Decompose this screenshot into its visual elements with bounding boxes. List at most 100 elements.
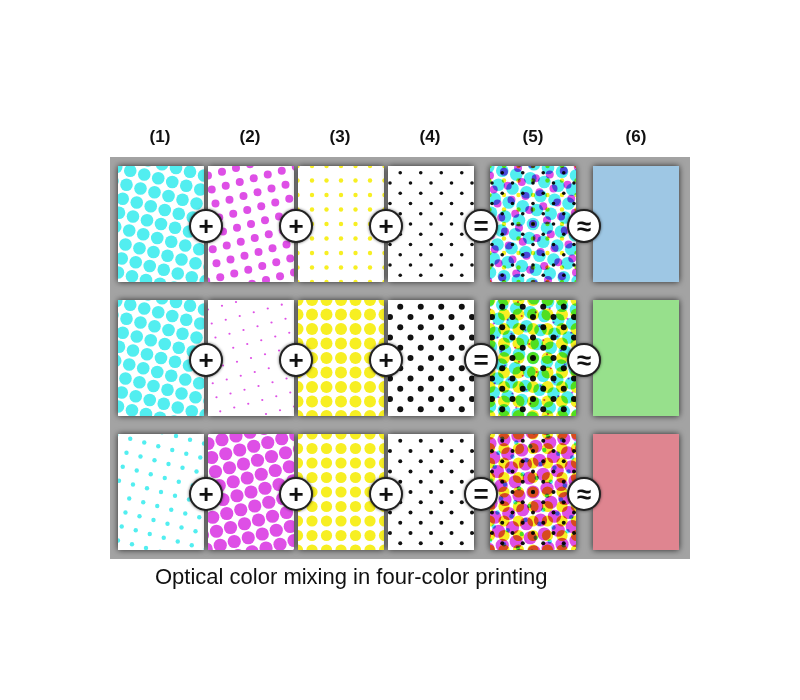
- halftone-dot: [382, 265, 384, 269]
- halftone-dot: [118, 266, 124, 279]
- operator-symbol: +: [198, 481, 213, 507]
- halftone-dot: [175, 387, 188, 400]
- halftone-dot: [233, 224, 241, 232]
- halftone-dot: [542, 530, 553, 541]
- halftone-dot: [180, 313, 193, 326]
- halftone-dot: [562, 232, 566, 236]
- halftone-dot: [408, 511, 412, 515]
- halftone-dot: [269, 244, 277, 252]
- halftone-dot: [511, 243, 515, 247]
- halftone-dot: [541, 480, 545, 484]
- halftone-dot: [388, 181, 392, 185]
- halftone-dot: [527, 381, 539, 393]
- halftone-dot: [545, 265, 549, 269]
- halftone-dot: [545, 251, 549, 255]
- halftone-dot: [225, 196, 233, 204]
- halftone-dot: [250, 174, 258, 182]
- halftone-dot: [490, 396, 495, 402]
- halftone-dot: [490, 309, 496, 321]
- halftone-dot: [527, 443, 538, 454]
- halftone-dot: [194, 183, 204, 196]
- halftone-dot: [142, 300, 155, 301]
- halftone-dot: [262, 496, 275, 509]
- halftone-dot: [350, 381, 362, 393]
- halftone-dot: [134, 182, 147, 195]
- halftone-dot: [224, 521, 237, 534]
- halftone-dot: [321, 338, 333, 350]
- halftone-dot: [232, 166, 240, 172]
- halftone-dot: [531, 469, 535, 473]
- halftone-dot: [264, 170, 272, 178]
- halftone-dot: [165, 369, 178, 382]
- halftone-dot: [490, 266, 496, 279]
- halftone-dot: [500, 212, 504, 216]
- halftone-dot: [551, 376, 557, 382]
- halftone-dot: [133, 242, 146, 255]
- halftone-dot: [339, 166, 343, 168]
- halftone-dot: [379, 457, 384, 468]
- halftone-dot: [235, 301, 237, 303]
- halftone-dot: [259, 541, 272, 550]
- halftone-dot: [513, 434, 524, 440]
- halftone-dot: [418, 324, 424, 330]
- halftone-dot: [321, 515, 332, 526]
- halftone-dot: [118, 280, 121, 282]
- halftone-dot: [527, 218, 540, 231]
- halftone-dot: [429, 243, 433, 247]
- halftone-dot: [551, 334, 557, 340]
- halftone-dot: [265, 230, 273, 238]
- halftone-dot: [226, 256, 234, 264]
- halftone-dot: [470, 243, 474, 247]
- halftone-dot: [531, 222, 535, 226]
- halftone-dot: [545, 166, 549, 168]
- tile-ground: [593, 166, 679, 282]
- halftone-dot: [527, 501, 538, 512]
- halftone-dot: [520, 304, 526, 310]
- halftone-dot: [527, 457, 538, 468]
- halftone-dot: [335, 486, 346, 497]
- halftone-dot: [571, 515, 576, 526]
- halftone-dot: [306, 443, 317, 454]
- halftone-dot: [498, 501, 509, 512]
- halftone-dot: [498, 486, 509, 497]
- halftone-dot: [499, 406, 505, 412]
- halftone-dot: [498, 396, 510, 408]
- halftone-dot: [552, 469, 556, 473]
- halftone-dot: [407, 376, 413, 382]
- halftone-dot: [321, 410, 333, 416]
- halftone-dot: [179, 373, 192, 386]
- halftone-dot: [556, 544, 567, 550]
- halftone-dot: [350, 472, 361, 483]
- halftone-dot: [119, 238, 132, 251]
- halftone-dot: [190, 197, 203, 210]
- halftone-dot: [562, 500, 566, 504]
- halftone-dot: [545, 178, 549, 182]
- halftone-dot: [350, 544, 361, 550]
- halftone-dot: [179, 239, 192, 252]
- halftone-dot: [459, 324, 465, 330]
- halftone-dot: [180, 179, 193, 192]
- halftone-dot: [428, 355, 434, 361]
- halftone-dot: [298, 300, 304, 306]
- halftone-dot: [556, 501, 567, 512]
- halftone-dot: [273, 538, 286, 550]
- halftone-dot: [198, 169, 204, 182]
- tile-ground: [593, 434, 679, 550]
- halftone-dot: [541, 500, 545, 504]
- halftone-dot: [571, 409, 576, 416]
- halftone-dot: [247, 403, 249, 405]
- halftone-dot: [225, 319, 227, 321]
- halftone-dot: [439, 500, 443, 504]
- halftone-dot: [257, 385, 259, 387]
- halftone-dot: [162, 324, 175, 337]
- halftone-dot: [254, 188, 262, 196]
- halftone-dot: [542, 515, 553, 526]
- halftone-dot: [335, 396, 347, 408]
- halftone-dot: [498, 443, 509, 454]
- halftone-dot: [321, 530, 332, 541]
- halftone-dot: [513, 544, 524, 550]
- halftone-dot: [429, 490, 433, 494]
- halftone-dot: [490, 531, 494, 535]
- halftone-dot: [574, 166, 576, 168]
- halftone-dot: [510, 449, 514, 453]
